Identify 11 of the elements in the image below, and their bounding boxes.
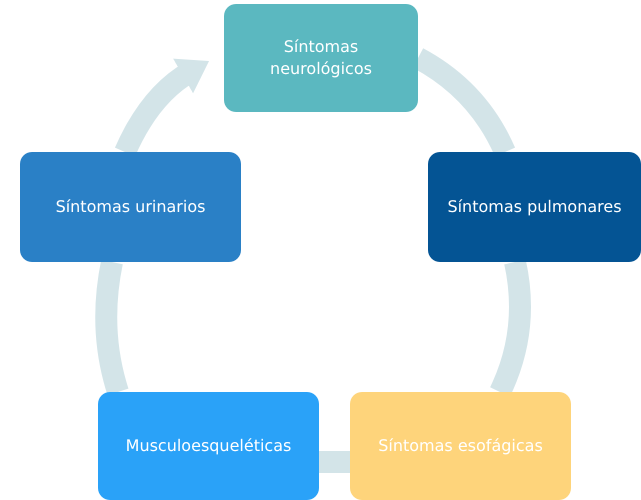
process-box xyxy=(428,152,641,262)
box-label: Síntomas esofágicas xyxy=(378,435,543,457)
process-box xyxy=(98,392,319,500)
box-label: Síntomas neurológicos xyxy=(269,36,373,80)
box-label: Síntomas pulmonares xyxy=(447,196,622,218)
box-label: Síntomas urinarios xyxy=(56,196,206,218)
connector xyxy=(319,451,350,473)
process-box xyxy=(350,392,571,500)
process-box xyxy=(20,152,241,262)
process-box xyxy=(224,4,418,112)
box-label: Musculoesqueléticas xyxy=(126,435,292,457)
